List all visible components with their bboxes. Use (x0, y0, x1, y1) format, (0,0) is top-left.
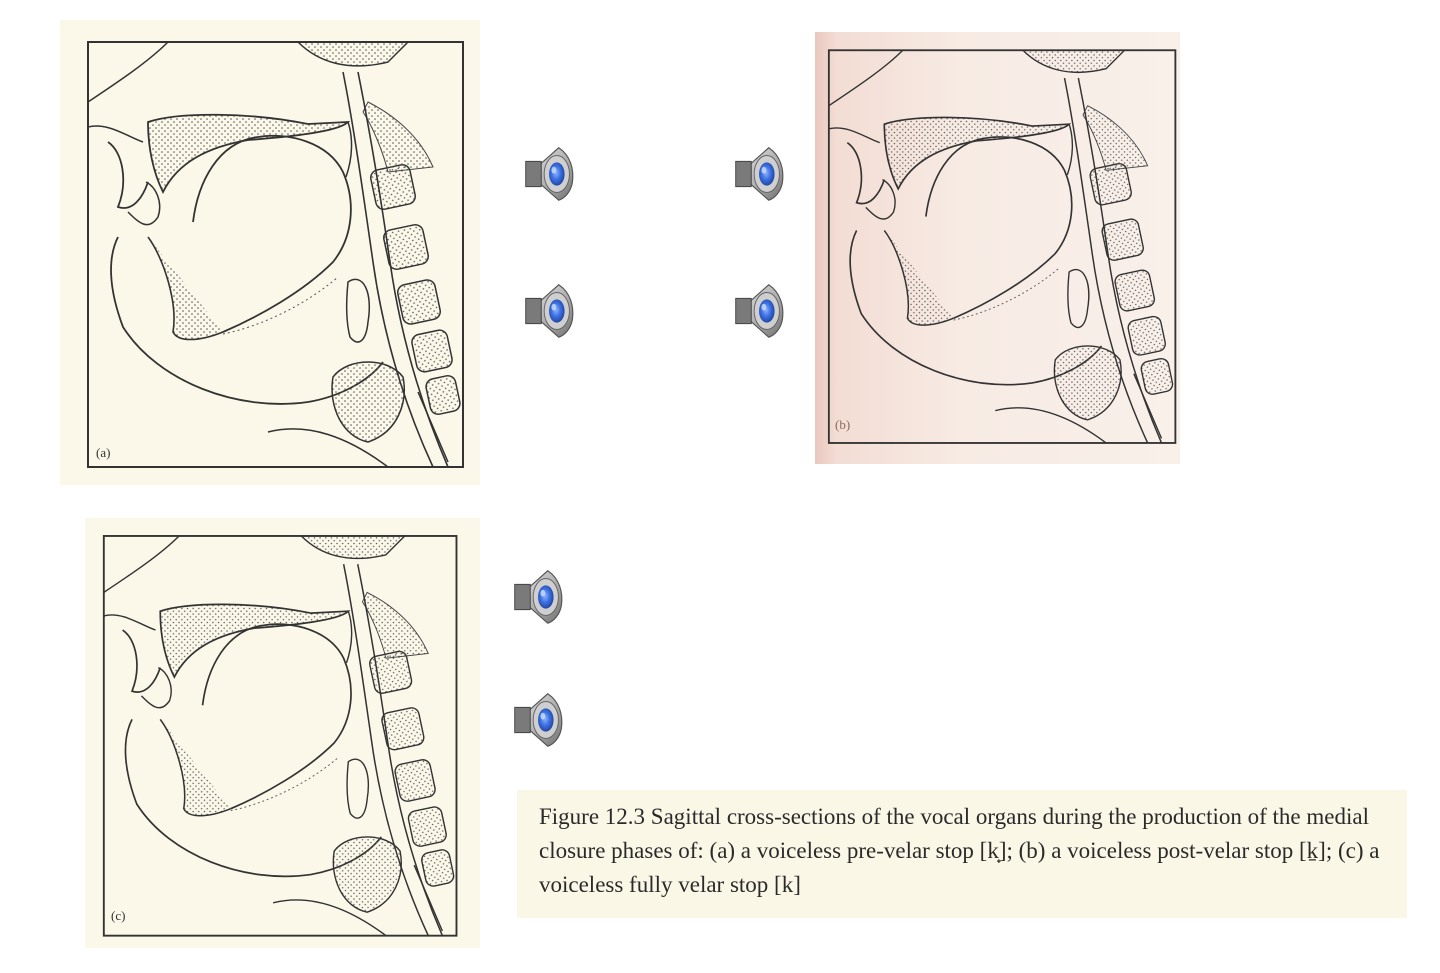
panel-label-b: (b) (835, 417, 851, 432)
speaker-icon (525, 284, 574, 338)
audio-button-velar-2[interactable] (505, 686, 573, 754)
audio-button-pre-velar-1[interactable] (516, 140, 584, 208)
audio-button-post-velar-2[interactable] (726, 277, 794, 345)
panel-label-c: (c) (111, 908, 126, 923)
sagittal-section-a-image (87, 41, 464, 468)
sagittal-section-b-image (827, 49, 1177, 444)
audio-button-post-velar-1[interactable] (726, 140, 794, 208)
vocal-tract-diagram-c: (c) (85, 518, 480, 948)
audio-button-velar-1[interactable] (505, 563, 573, 631)
speaker-icon (735, 284, 784, 338)
vocal-tract-diagram-a: (a) (60, 20, 480, 485)
figure-caption: Figure 12.3 Sagittal cross-sections of t… (539, 804, 1380, 897)
speaker-icon (514, 693, 563, 747)
sagittal-section-c-image (102, 535, 458, 937)
speaker-icon (514, 570, 563, 624)
panel-label-a: (a) (96, 445, 111, 460)
speaker-icon (525, 147, 574, 201)
audio-button-pre-velar-2[interactable] (516, 277, 584, 345)
figure-caption-box: Figure 12.3 Sagittal cross-sections of t… (517, 790, 1407, 918)
speaker-icon (735, 147, 784, 201)
vocal-tract-diagram-b: (b) (815, 32, 1180, 464)
